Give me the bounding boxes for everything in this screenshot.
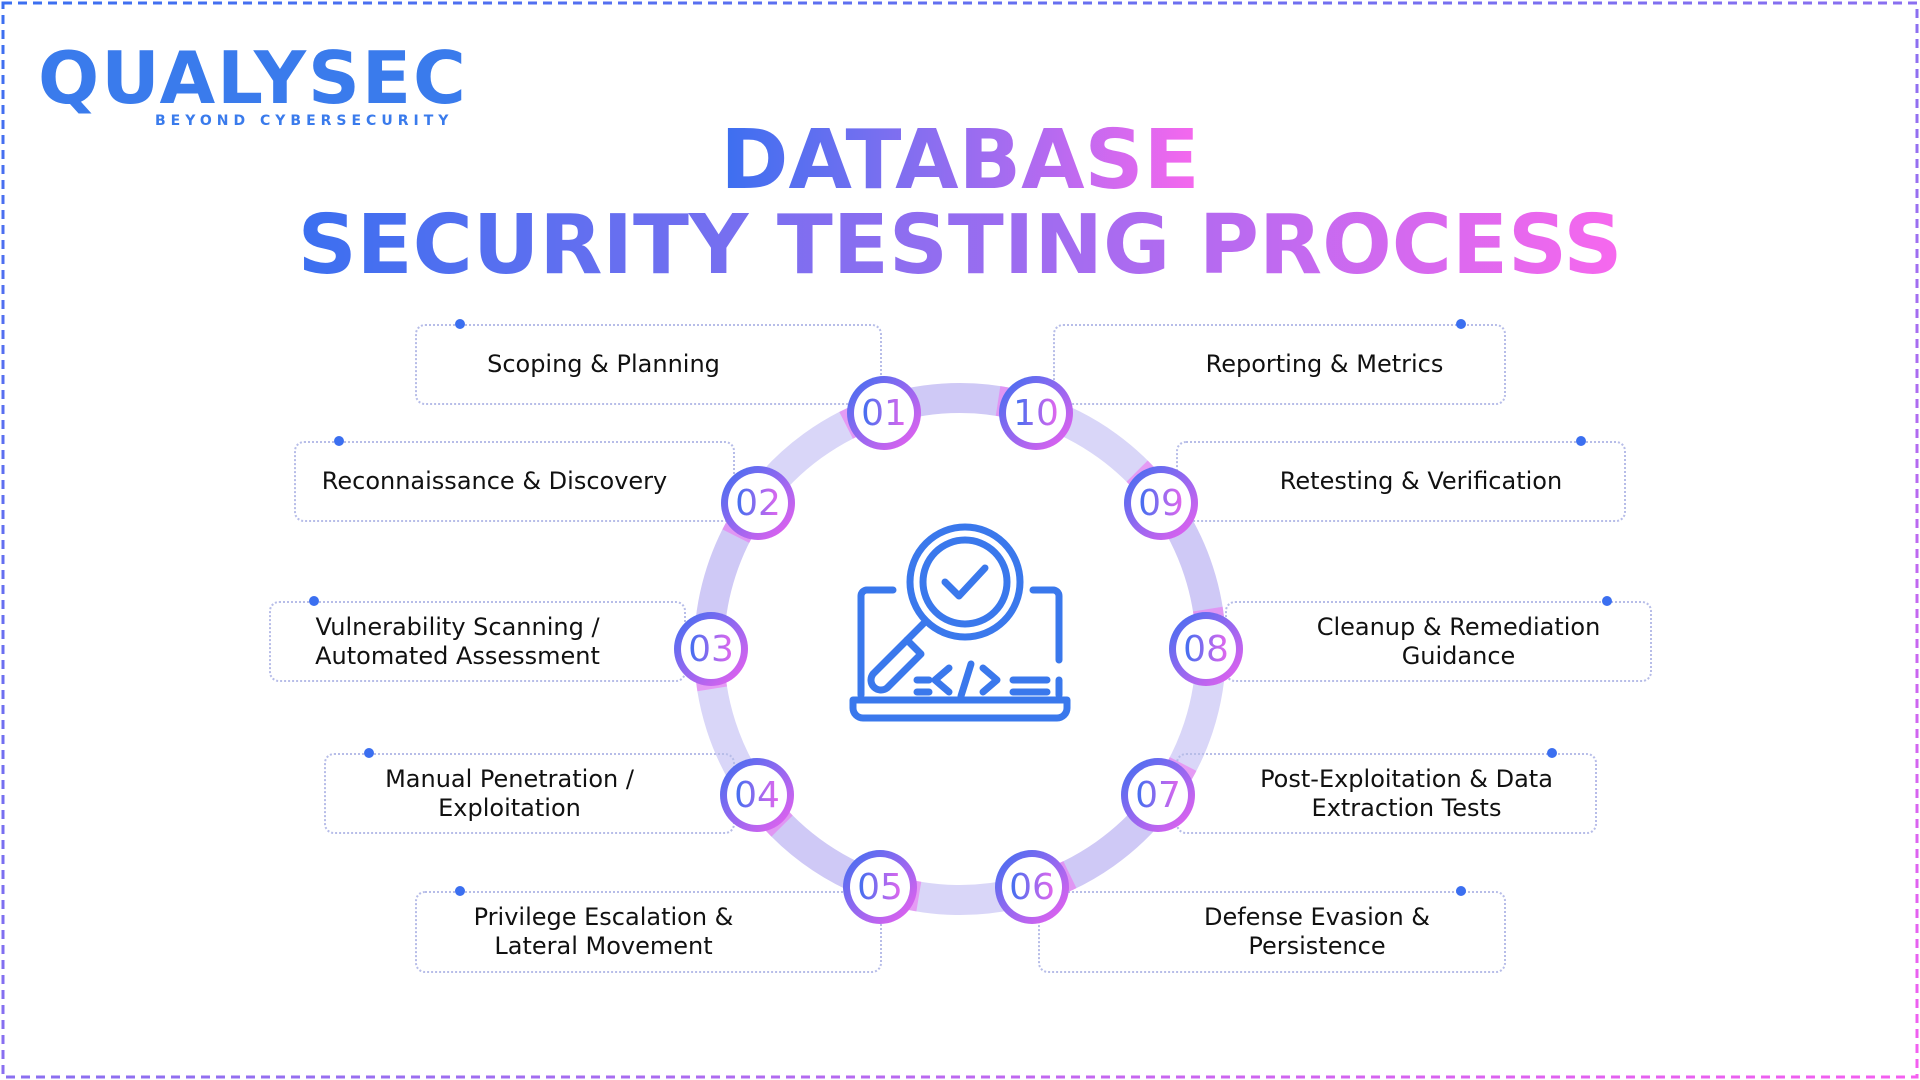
step-number: 02	[735, 482, 781, 524]
step-number-badge-10: 10	[999, 376, 1073, 450]
step-number-badge-05: 05	[843, 850, 917, 924]
step-number-badge-08: 08	[1169, 612, 1243, 686]
step-label: Reconnaissance & Discovery	[321, 467, 668, 495]
step-number: 09	[1138, 482, 1184, 524]
step-label: Retesting & Verification	[1279, 467, 1563, 495]
step-card-05: Privilege Escalation & Lateral Movement	[415, 886, 882, 973]
step-label: Scoping & Planning	[487, 350, 720, 378]
connector-dot	[455, 319, 465, 329]
step-number: 01	[861, 392, 907, 434]
connector-dot	[1456, 319, 1466, 329]
qualysec-logo: QUALYSEC BEYOND CYBERSECURITY	[38, 38, 466, 133]
step-label: Post-Exploitation & Data Extraction Test…	[1260, 764, 1553, 822]
connector-dot	[1547, 748, 1557, 758]
step-card-04: Manual Penetration / Exploitation	[324, 748, 735, 834]
connector-dot	[309, 596, 319, 606]
connector-dot	[364, 748, 374, 758]
step-card-09: Retesting & Verification	[1176, 436, 1626, 522]
page-title-line-1: DATABASE	[720, 113, 1200, 208]
logo-tagline: BEYOND CYBERSECURITY	[155, 113, 454, 129]
step-card-01: Scoping & Planning	[415, 319, 882, 405]
step-label: Defense Evasion & Persistence	[1203, 903, 1431, 960]
step-number-badge-03: 03	[674, 612, 748, 686]
connector-dot	[1602, 596, 1612, 606]
step-number-badge-01: 01	[847, 376, 921, 450]
step-label: Manual Penetration / Exploitation	[385, 764, 634, 822]
connector-dot	[1456, 886, 1466, 896]
step-label: Privilege Escalation & Lateral Movement	[473, 903, 734, 960]
connector-dot	[1576, 436, 1586, 446]
step-number-badge-09: 09	[1124, 466, 1198, 540]
step-number: 07	[1135, 774, 1181, 816]
step-label: Cleanup & Remediation Guidance	[1316, 612, 1601, 670]
laptop-code-magnifier-check-icon	[849, 523, 1071, 722]
step-number: 05	[857, 866, 903, 908]
step-number-badge-02: 02	[721, 466, 795, 540]
connector-dot	[334, 436, 344, 446]
step-number-badge-04: 04	[720, 758, 794, 832]
step-number: 03	[688, 628, 734, 670]
step-number: 04	[734, 774, 780, 816]
step-card-02: Reconnaissance & Discovery	[294, 436, 735, 522]
step-number-badge-06: 06	[995, 850, 1069, 924]
step-number: 06	[1009, 866, 1055, 908]
step-card-10: Reporting & Metrics	[1053, 319, 1506, 405]
step-number-badge-07: 07	[1121, 758, 1195, 832]
step-card-06: Defense Evasion & Persistence	[1038, 886, 1506, 973]
step-number: 08	[1183, 628, 1229, 670]
logo-wordmark: QUALYSEC	[38, 36, 468, 120]
connector-dot	[455, 886, 465, 896]
page-title-line-2: SECURITY TESTING PROCESS	[297, 198, 1623, 293]
step-card-08: Cleanup & Remediation Guidance	[1225, 596, 1652, 682]
step-card-03: Vulnerability Scanning / Automated Asses…	[269, 596, 686, 682]
step-label: Reporting & Metrics	[1205, 350, 1444, 378]
step-card-07: Post-Exploitation & Data Extraction Test…	[1176, 748, 1597, 834]
step-number: 10	[1013, 392, 1059, 434]
step-label: Vulnerability Scanning / Automated Asses…	[315, 612, 600, 670]
